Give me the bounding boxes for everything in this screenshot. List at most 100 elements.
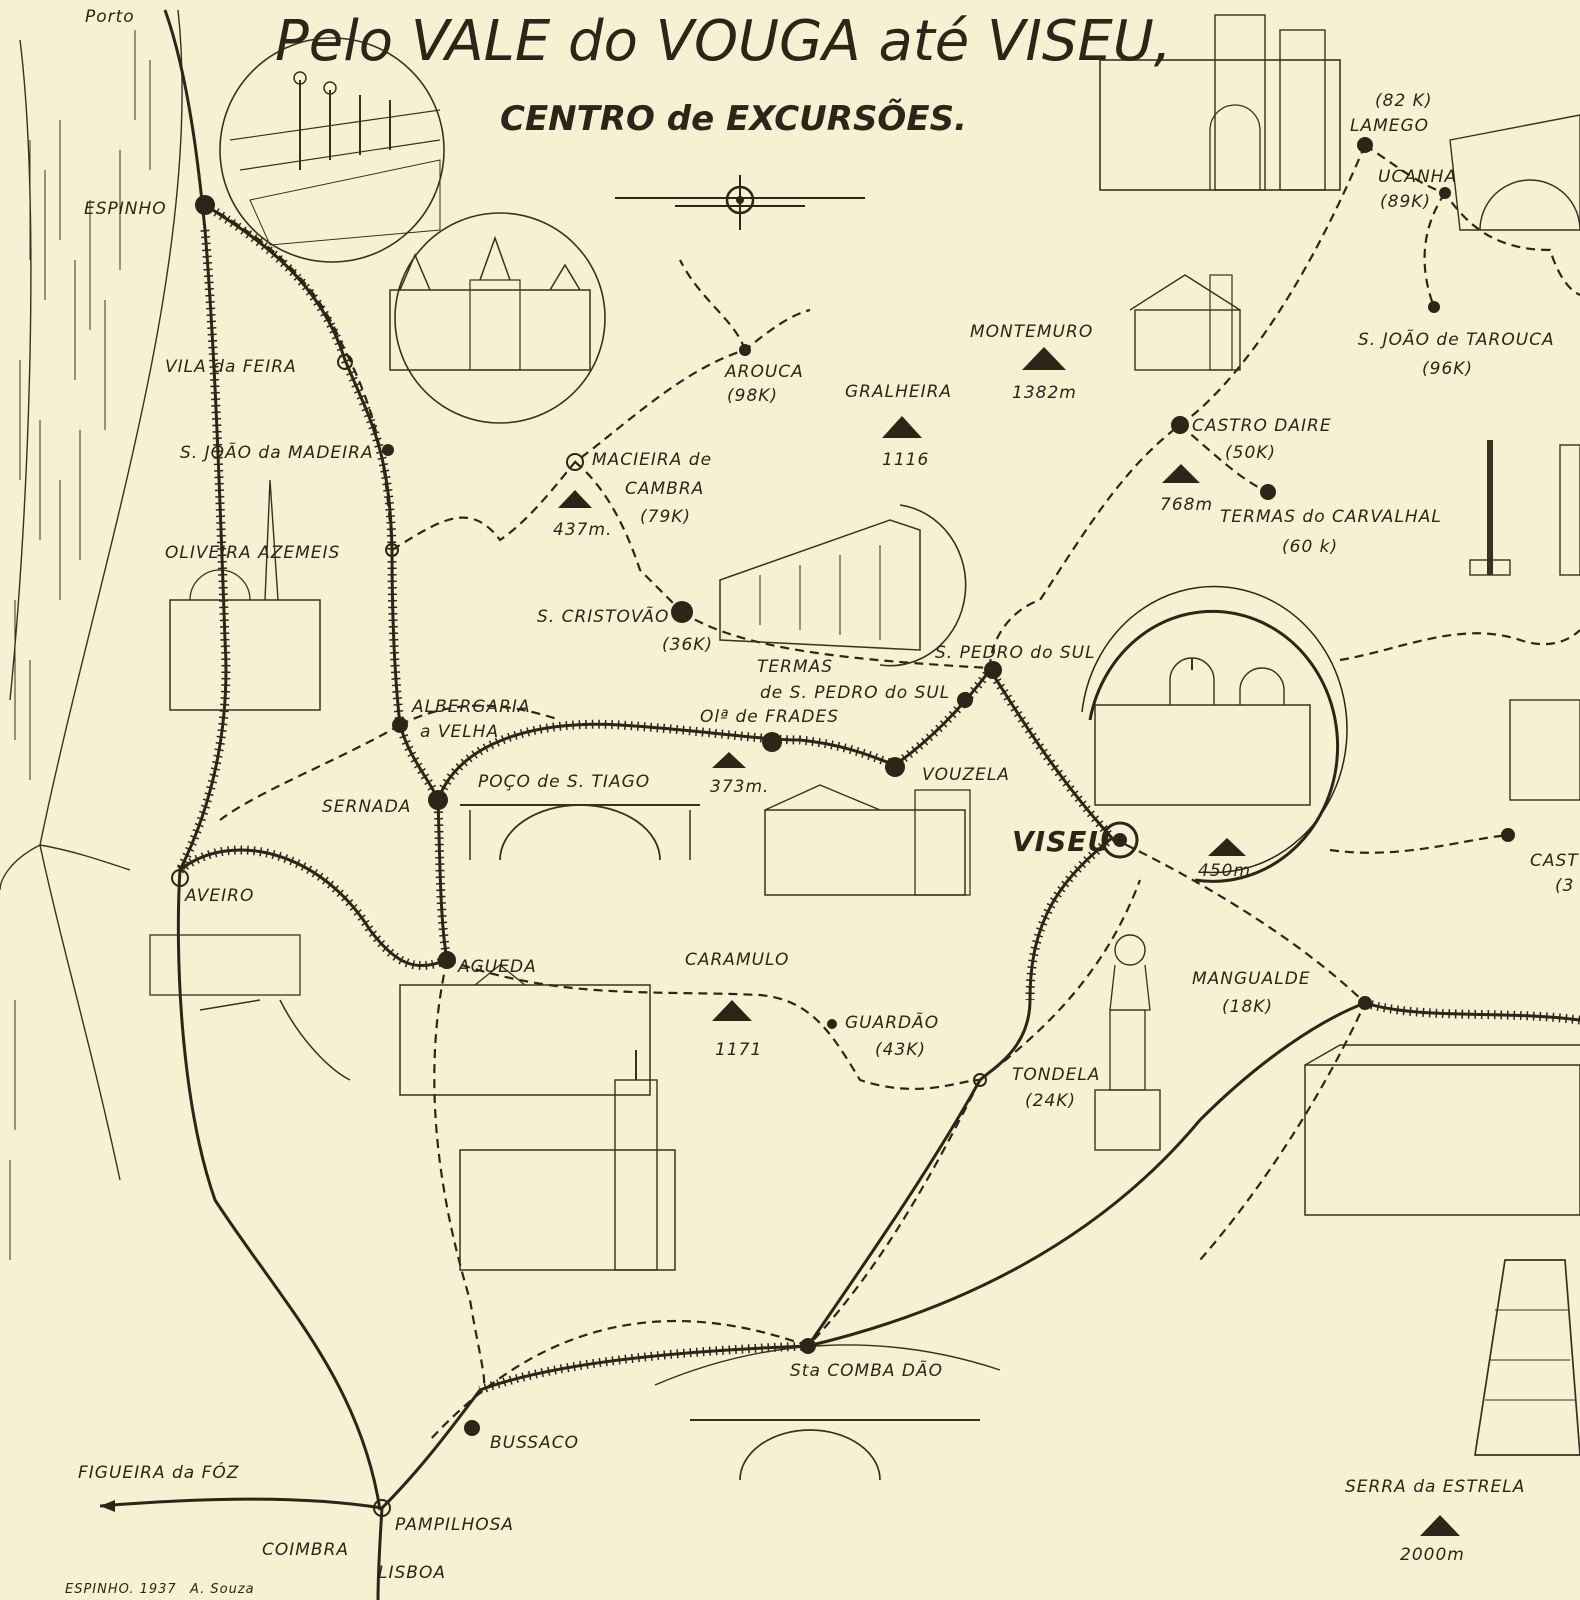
vignette-viseu-cathedral bbox=[1094, 657, 1311, 806]
dot-oliveira bbox=[385, 543, 399, 557]
peak-estrela bbox=[1420, 1515, 1460, 1536]
vignette-espinho-promenade bbox=[219, 37, 445, 263]
label-macieira-1: MACIEIRA de bbox=[592, 450, 712, 470]
vignette-agueda-palace bbox=[399, 964, 651, 1096]
dot-scristovao bbox=[671, 601, 693, 623]
label-viseu: VISEU bbox=[1012, 825, 1111, 858]
dot-castro-daire bbox=[1171, 416, 1189, 434]
dot-bussaco bbox=[464, 1420, 480, 1436]
dot-spedro bbox=[984, 661, 1002, 679]
compass-ornament bbox=[615, 175, 865, 230]
label-arouca: AROUCA bbox=[724, 362, 804, 382]
label-ucanha-km: (89K) bbox=[1380, 192, 1431, 212]
label-tondela-km: (24K) bbox=[1025, 1091, 1076, 1111]
label-oliveira: OLIVEIRA AZEMEIS bbox=[165, 543, 340, 563]
dot-sta-comba bbox=[800, 1338, 816, 1354]
railways bbox=[99, 9, 1580, 1600]
label-sjoao-tarouca: S. JOÃO de TAROUCA bbox=[1358, 328, 1555, 350]
label-macieira-2: CAMBRA bbox=[625, 479, 704, 499]
label-agueda: AGUEDA bbox=[457, 957, 537, 977]
label-scristovao: S. CRISTOVÃO bbox=[537, 605, 669, 627]
elev-montemuro: 1382m bbox=[1012, 383, 1077, 403]
label-sernada: SERNADA bbox=[322, 797, 411, 817]
label-ucanha: UCANHA bbox=[1378, 167, 1457, 187]
credit-right: A. Souza bbox=[189, 1582, 255, 1597]
label-mangualde-km: (18K) bbox=[1222, 997, 1273, 1017]
label-termas-2: de S. PEDRO do SUL bbox=[760, 683, 950, 703]
dot-espinho bbox=[195, 195, 215, 215]
label-castro-edge-km: (3 bbox=[1555, 876, 1574, 896]
vignette-aveiro-canal bbox=[149, 934, 351, 1081]
credit-left: ESPINHO. 1937 bbox=[65, 1582, 177, 1597]
elev-viseu: 450m bbox=[1198, 861, 1251, 881]
label-spedro: S. PEDRO do SUL bbox=[935, 643, 1096, 663]
label-coimbra: COIMBRA bbox=[262, 1540, 349, 1560]
dot-albergaria bbox=[392, 717, 408, 733]
label-vila-feira: VILA da FEIRA bbox=[165, 357, 297, 377]
vignette-tondela-statue bbox=[1094, 934, 1161, 1151]
dot-arouca bbox=[739, 344, 751, 356]
elev-arouca-hill: 437m. bbox=[553, 520, 612, 540]
label-sjoao-tarouca-km: (96K) bbox=[1422, 359, 1473, 379]
peak-caramulo bbox=[712, 1000, 752, 1021]
label-termas-carvalhal: TERMAS do CARVALHAL bbox=[1220, 507, 1442, 527]
peak-castro-daire bbox=[1162, 464, 1200, 483]
dot-sjoao-madeira bbox=[382, 444, 394, 456]
vignette-se-lamego-cathedral bbox=[1099, 14, 1341, 191]
label-albergaria-2: a VELHA bbox=[420, 722, 499, 742]
label-montemuro: MONTEMURO bbox=[970, 322, 1093, 342]
label-castro-daire-km: (50K) bbox=[1225, 443, 1276, 463]
dot-agueda bbox=[438, 951, 456, 969]
label-poco: POÇO de S. TIAGO bbox=[478, 772, 650, 792]
vignette-poco-bridge bbox=[460, 804, 700, 861]
mountain-markers bbox=[558, 347, 1460, 1536]
dot-macieira bbox=[566, 453, 584, 471]
label-olfrades: Olª de FRADES bbox=[700, 707, 839, 727]
label-lamego-km: (82 K) bbox=[1375, 91, 1432, 111]
label-scristovao-km: (36K) bbox=[662, 635, 713, 655]
dot-lamego bbox=[1357, 137, 1373, 153]
dot-guardao bbox=[827, 1019, 837, 1029]
label-tondela: TONDELA bbox=[1012, 1065, 1100, 1085]
label-figueira: FIGUEIRA da FÓZ bbox=[78, 1461, 239, 1483]
vignette-ucanha-bridge bbox=[1449, 114, 1580, 231]
town-markers bbox=[171, 137, 1515, 1517]
vignette-east-townhall bbox=[1509, 699, 1580, 801]
label-espinho: ESPINHO bbox=[84, 199, 167, 219]
dot-termas-carvalhal bbox=[1260, 484, 1276, 500]
label-mangualde: MANGUALDE bbox=[1192, 969, 1311, 989]
label-gralheira: GRALHEIRA bbox=[845, 382, 952, 402]
label-termas-1: TERMAS bbox=[757, 657, 833, 677]
dot-vouzela bbox=[885, 757, 905, 777]
vignette-sta-comba-bridge bbox=[654, 1344, 1001, 1481]
label-sjoao-madeira: S. JOÃO da MADEIRA bbox=[180, 441, 374, 463]
label-pampilhosa: PAMPILHOSA bbox=[395, 1515, 514, 1535]
dot-east-castro bbox=[1501, 828, 1515, 842]
label-lamego: LAMEGO bbox=[1350, 116, 1429, 136]
elev-castro-daire: 768m bbox=[1160, 495, 1213, 515]
vignette-estrela-tower bbox=[1474, 1259, 1580, 1456]
label-macieira-km: (79K) bbox=[640, 507, 691, 527]
label-arouca-km: (98K) bbox=[727, 386, 778, 406]
vignette-montemuro-chapel bbox=[1129, 274, 1241, 371]
viseu-circle-frame bbox=[1081, 585, 1348, 883]
vignette-feira-castle bbox=[389, 212, 606, 424]
peak-viseu bbox=[1208, 838, 1246, 856]
dot-sjoao-tarouca bbox=[1428, 301, 1440, 313]
sea-hatching bbox=[9, 30, 151, 1260]
dot-sernada bbox=[428, 790, 448, 810]
elev-olfrades: 373m. bbox=[710, 777, 769, 797]
dot-termas-spedro bbox=[957, 692, 973, 708]
elev-caramulo: 1171 bbox=[715, 1040, 762, 1060]
peak-olfrades bbox=[712, 752, 746, 768]
label-castro-daire: CASTRO DAIRE bbox=[1192, 416, 1332, 436]
dot-aveiro bbox=[171, 869, 189, 887]
vignette-mangualde-palace bbox=[1304, 1044, 1580, 1216]
dot-olfrades bbox=[762, 732, 782, 752]
label-guardao-km: (43K) bbox=[875, 1040, 926, 1060]
vignette-pelourinho bbox=[1469, 440, 1580, 576]
label-albergaria-1: ALBERGARIA bbox=[411, 697, 531, 717]
label-termas-carvalhal-km: (60 k) bbox=[1282, 537, 1338, 557]
label-sta-comba: Sta COMBA DÃO bbox=[790, 1359, 943, 1381]
